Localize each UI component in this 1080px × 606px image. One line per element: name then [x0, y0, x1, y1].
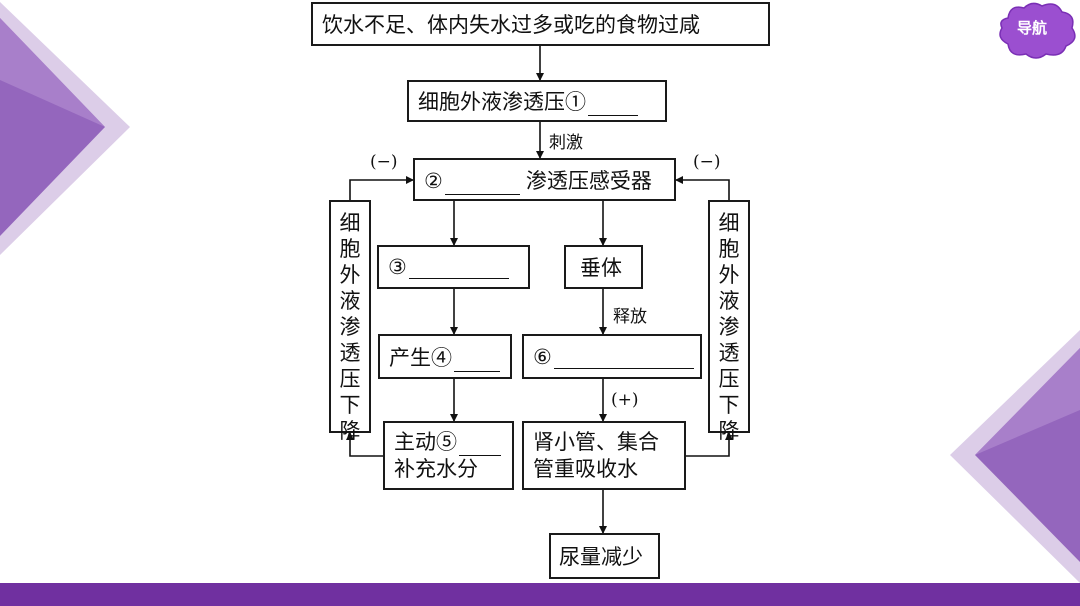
box-5-line1: 主动⑤: [394, 430, 457, 454]
nav-button[interactable]: 导航: [996, 0, 1080, 60]
bottom-accent-bar: [0, 583, 1080, 606]
negative-feedback-right: (−): [693, 152, 721, 172]
receptor-prefix: ②: [424, 168, 443, 193]
right-side-text: 细胞外液渗透压下降: [718, 211, 740, 443]
negative-feedback-left: (−): [370, 152, 398, 172]
right-triangle-mid: [975, 348, 1080, 455]
osmotic-pressure-box: 细胞外液渗透压①: [407, 80, 667, 122]
box-3-label: ③: [388, 255, 407, 279]
pituitary-text: 垂体: [580, 256, 622, 280]
pituitary-box: 垂体: [564, 245, 643, 289]
left-triangle-mid: [0, 18, 105, 127]
cause-text: 饮水不足、体内失水过多或吃的食物过咸: [322, 13, 700, 37]
kidney-line2: 管重吸收水: [533, 457, 638, 481]
cause-box: 饮水不足、体内失水过多或吃的食物过咸: [311, 2, 770, 46]
box-3: ③: [377, 245, 530, 289]
box-4-label: 产生④: [389, 345, 452, 370]
nav-label: 导航: [1016, 19, 1047, 37]
result-text: 尿量减少: [559, 545, 643, 569]
kidney-box: 肾小管、集合 管重吸收水: [522, 421, 686, 490]
stimulus-label: 刺激: [549, 133, 583, 153]
positive-label: (+): [611, 390, 639, 410]
cloud-icon: [999, 2, 1076, 59]
box-5-line2: 补充水分: [394, 457, 478, 481]
release-label: 释放: [613, 307, 647, 327]
box-6: ⑥: [522, 334, 702, 379]
receptor-box: ② 渗透压感受器: [413, 158, 676, 201]
box-5: 主动⑤ 补充水分: [383, 421, 514, 490]
receptor-suffix: 渗透压感受器: [525, 168, 652, 193]
right-side-box: 细胞外液渗透压下降: [708, 200, 750, 443]
osmotic-text: 细胞外液渗透压①: [418, 90, 586, 114]
result-box: 尿量减少: [549, 533, 660, 579]
box-4: 产生④: [378, 334, 512, 379]
kidney-line1: 肾小管、集合: [533, 430, 659, 454]
left-side-text: 细胞外液渗透压下降: [339, 211, 361, 443]
box-6-label: ⑥: [533, 344, 552, 369]
left-side-box: 细胞外液渗透压下降: [329, 200, 371, 443]
